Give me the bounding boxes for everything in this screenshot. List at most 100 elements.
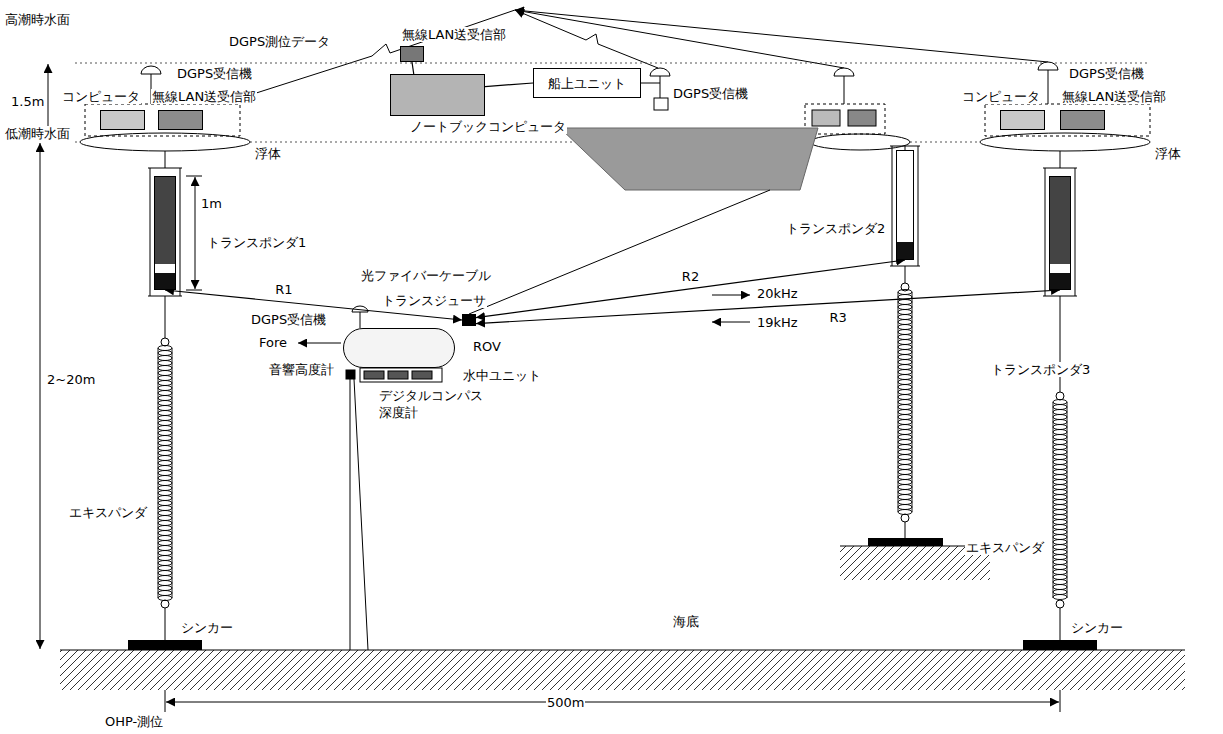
dimension-arrow bbox=[195, 177, 196, 289]
expander-coil bbox=[1053, 555, 1067, 560]
expander-coil bbox=[898, 290, 912, 295]
water-level bbox=[75, 63, 1150, 64]
expander-coil bbox=[898, 330, 912, 335]
gps-antenna bbox=[654, 98, 668, 110]
computer-box: コンピュータ bbox=[1000, 110, 1045, 130]
frequency-arrow bbox=[712, 295, 750, 296]
expander-coil bbox=[158, 531, 172, 536]
computer-box: コンピュータ bbox=[100, 110, 145, 130]
node-label: 無線LAN送受信部 bbox=[401, 27, 507, 42]
expander-coil bbox=[158, 521, 172, 526]
callout-label: 深度計 bbox=[378, 405, 419, 420]
rov-parts bbox=[346, 370, 355, 379]
gps-antenna bbox=[834, 68, 854, 76]
mooring-line bbox=[1043, 168, 1077, 169]
expander-coil bbox=[898, 315, 912, 320]
seabed bbox=[60, 650, 1185, 690]
expander-coil bbox=[158, 401, 172, 406]
gps-antenna bbox=[1038, 62, 1058, 70]
callout-label: 高潮時水面 bbox=[4, 12, 71, 27]
expander-coil bbox=[158, 511, 172, 516]
node-label: コンピュータ bbox=[61, 89, 141, 104]
frequency-arrow bbox=[712, 322, 750, 323]
gps-antenna bbox=[141, 66, 161, 74]
expander-coil bbox=[898, 345, 912, 350]
wireless-lan-box: 無線LAN送受信部 bbox=[158, 110, 203, 130]
callout-label: 浮体 bbox=[1154, 146, 1182, 161]
expander-coil bbox=[158, 371, 172, 376]
gps-antenna bbox=[641, 83, 660, 84]
callout-label: 音響高度計 bbox=[268, 362, 335, 377]
callout-label: DGPS受信機 bbox=[672, 86, 749, 101]
callout-label: DGPS受信機 bbox=[1068, 66, 1145, 81]
rov-parts bbox=[436, 334, 443, 358]
expander-coil bbox=[1053, 580, 1067, 585]
rov-parts bbox=[388, 371, 408, 379]
mooring-line bbox=[890, 146, 920, 147]
expander-coil bbox=[1053, 515, 1067, 520]
expander-coil bbox=[1053, 540, 1067, 545]
mooring-line bbox=[918, 146, 919, 266]
expander-coil bbox=[1053, 575, 1067, 580]
expander-coil bbox=[898, 335, 912, 340]
float-buoy bbox=[80, 133, 250, 151]
expander-coil bbox=[1053, 440, 1067, 445]
expander-coil bbox=[898, 410, 912, 415]
expander-coil bbox=[158, 290, 1067, 601]
expander-coil bbox=[158, 426, 172, 431]
callout-label: シンカー bbox=[180, 620, 234, 635]
expander-coil bbox=[158, 541, 172, 546]
expander-coil bbox=[1053, 500, 1067, 505]
callout-label: 低潮時水面 bbox=[4, 126, 71, 141]
expander-coil bbox=[158, 491, 172, 496]
dimension-arrow bbox=[40, 64, 1060, 712]
mooring-line bbox=[1075, 168, 1076, 296]
callout-label: 20kHz bbox=[756, 286, 799, 301]
expander-coil bbox=[898, 455, 912, 460]
expander-coil bbox=[158, 456, 172, 461]
expander-coil bbox=[1053, 525, 1067, 530]
mooring-line bbox=[165, 608, 166, 640]
rov-body: ROV bbox=[343, 328, 455, 368]
expander-coil bbox=[912, 292, 913, 512]
seabed bbox=[60, 649, 1185, 650]
expander-coil bbox=[898, 470, 912, 475]
edge-label: R1 bbox=[274, 282, 293, 297]
expander-coil bbox=[898, 505, 912, 510]
expander-coil bbox=[898, 420, 912, 425]
expander-coil bbox=[1053, 465, 1067, 470]
gps-antenna bbox=[141, 62, 1058, 328]
expander-coil bbox=[158, 431, 172, 436]
expander-coil bbox=[158, 481, 172, 486]
connector-line bbox=[412, 62, 414, 74]
expander-coil bbox=[1053, 475, 1067, 480]
expander-coil bbox=[898, 395, 912, 400]
expander-coil bbox=[158, 576, 172, 581]
expander-coil bbox=[158, 476, 172, 481]
expander-coil bbox=[158, 466, 172, 471]
callout-label: OHP-測位 bbox=[104, 714, 164, 729]
connector-line bbox=[165, 290, 462, 320]
expander-coil bbox=[158, 461, 172, 466]
connector-line bbox=[476, 290, 1060, 324]
expander-coil bbox=[158, 486, 172, 491]
expander-coil bbox=[1053, 430, 1067, 435]
expander-coil bbox=[158, 416, 172, 421]
sinker bbox=[128, 538, 1097, 650]
expander-coil bbox=[1053, 545, 1067, 550]
expander-coil bbox=[1053, 550, 1067, 555]
sinker bbox=[128, 640, 202, 650]
expander-coil bbox=[158, 496, 172, 501]
dimension-arrow bbox=[40, 143, 41, 649]
connector-line bbox=[476, 260, 905, 318]
dimension-arrow bbox=[165, 690, 166, 712]
expander-coil bbox=[1053, 405, 1067, 410]
expander-coil bbox=[1053, 520, 1067, 525]
expander-coil bbox=[898, 360, 912, 365]
expander-coil bbox=[898, 425, 912, 430]
ship-unit-box: 船上ユニット bbox=[533, 68, 641, 98]
expander-coil bbox=[158, 586, 172, 591]
